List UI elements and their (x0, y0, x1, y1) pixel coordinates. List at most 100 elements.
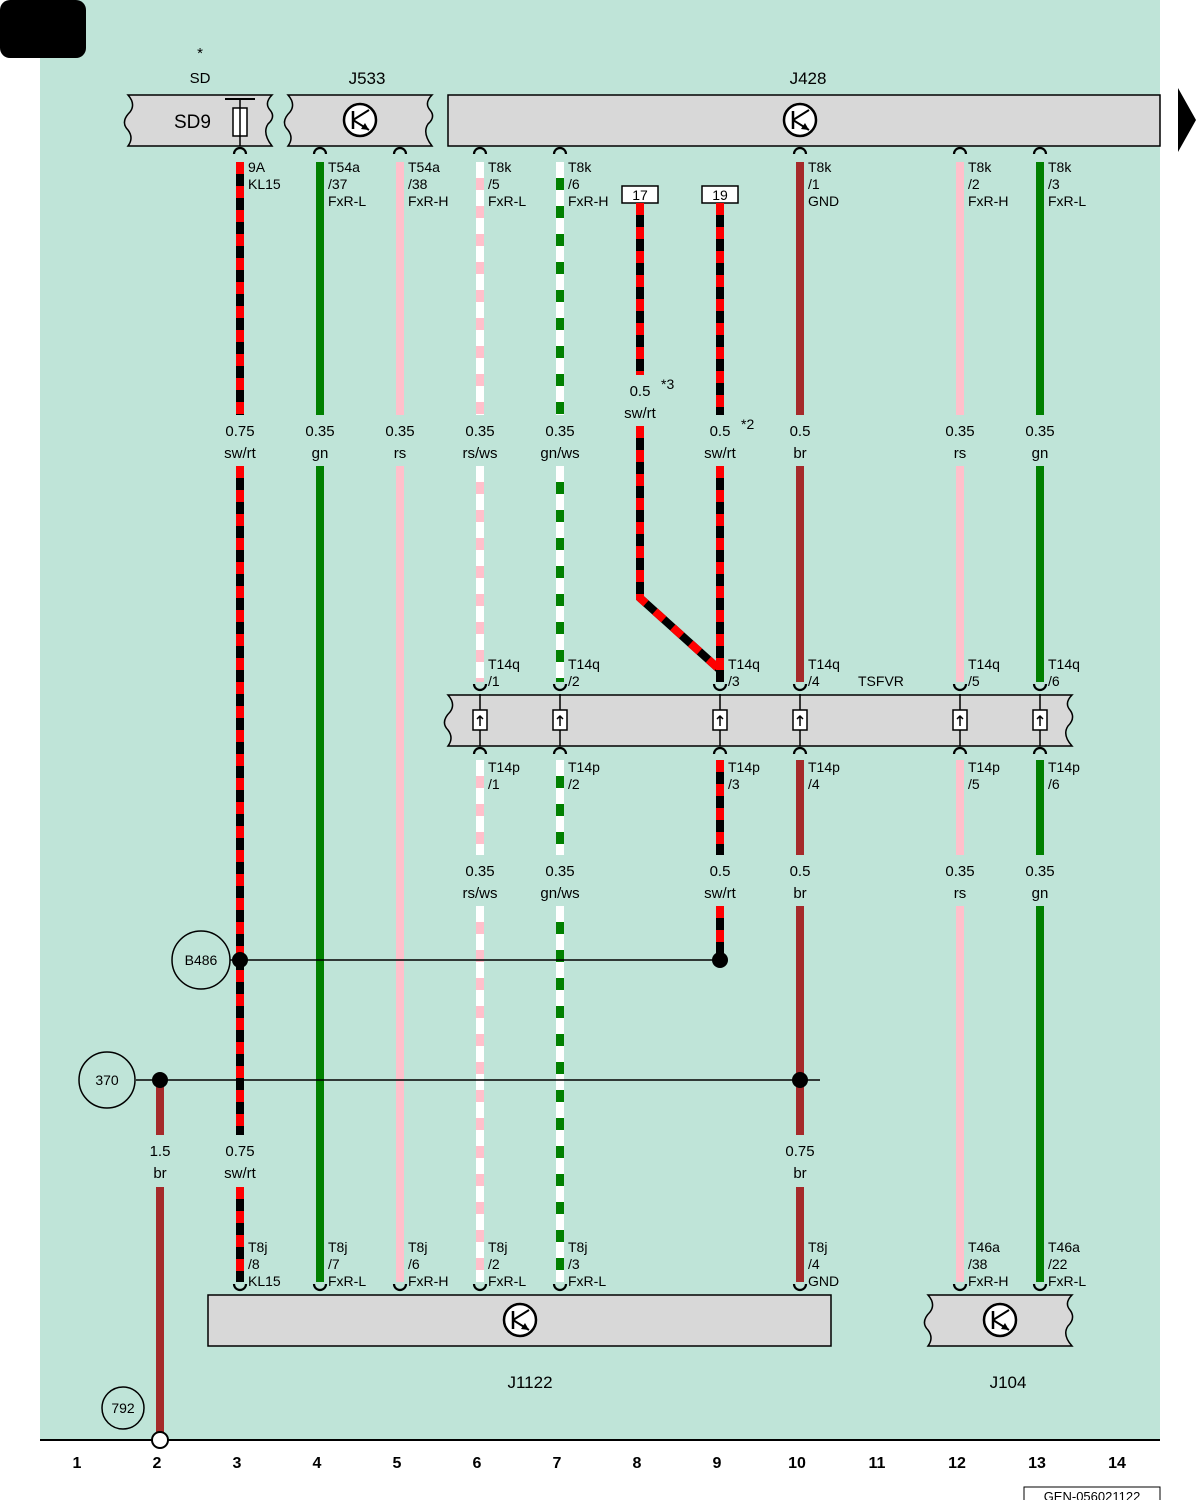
j104-module-icon (982, 1302, 1018, 1338)
wire-5-top-label-line0: T54a (408, 159, 440, 175)
wire-3-top-label-line1: KL15 (248, 176, 281, 192)
j428-module-icon (782, 102, 818, 138)
wire-10-label3-code: br (793, 1165, 806, 1182)
wire-7-top-label-line1: /6 (568, 176, 580, 192)
wire-2-label-code: br (153, 1165, 166, 1182)
c370-dot-right (792, 1072, 808, 1088)
tsfvr-socket-5 (952, 709, 968, 731)
fuse-icon (225, 98, 255, 146)
wire-13-tsfvr-in-pin (1032, 683, 1048, 692)
wire-7-label2-code: gn/ws (540, 885, 579, 902)
c792-circle (101, 1386, 145, 1430)
wire-12-top-label-line1: /2 (968, 176, 980, 192)
wire-10-tsfvr-in-label-line1: /4 (808, 673, 820, 689)
wire-6-tsfvr-out-label-line1: /1 (488, 776, 500, 792)
wire-7-tsfvr-out-label-line0: T14p (568, 759, 600, 775)
wire-13-tsfvr-out-label-line1: /6 (1048, 776, 1060, 792)
wire-6-tsfvr-out-label-line0: T14p (488, 759, 520, 775)
wire-7-top-pin (552, 146, 568, 155)
wire-4-bottom-pin (312, 1283, 328, 1292)
wire-3-bottom-pin (232, 1283, 248, 1292)
wire-13-bottom-label-line2: FxR-L (1048, 1273, 1086, 1289)
wire-12-tsfvr-out-label-line1: /5 (968, 776, 980, 792)
wire-12-bottom-label-line2: FxR-H (968, 1273, 1008, 1289)
wire-7-tsfvr-out-label-line1: /2 (568, 776, 580, 792)
wire-12-tsfvr-out-label-line0: T14p (968, 759, 1000, 775)
column-number-14: 14 (1108, 1455, 1126, 1472)
wire-10-tsfvr-out-label-line0: T14p (808, 759, 840, 775)
wire-10-label-code: br (793, 445, 806, 462)
wire-6-label-gauge: 0.35 (465, 423, 494, 440)
tsfvr-socket-6 (1032, 709, 1048, 731)
wire-12-bottom-label-line0: T46a (968, 1239, 1000, 1255)
wire-10-label2-code: br (793, 885, 806, 902)
wire-3-top-pin (232, 146, 248, 155)
continue-arrow (1178, 88, 1196, 152)
wire-13-top-label-line0: T8k (1048, 159, 1072, 175)
tsfvr-label: TSFVR (858, 673, 904, 689)
wire-10-label-gauge: 0.5 (790, 423, 811, 440)
wire-7-tsfvr-in-pin (552, 683, 568, 692)
wire-7-tsfvr-in-label-line0: T14q (568, 656, 600, 672)
doc-code: GEN-056021122 (1044, 1489, 1141, 1500)
connector-box-19-label: 19 (712, 187, 728, 203)
column-number-4: 4 (313, 1455, 322, 1472)
wire-13-top-label-line1: /3 (1048, 176, 1060, 192)
j533-label: J533 (349, 69, 386, 88)
column-number-1: 1 (73, 1455, 82, 1472)
wire-4-top-label-line1: /37 (328, 176, 348, 192)
column-number-7: 7 (553, 1455, 562, 1472)
wire-9-label-gauge: 0.5 (710, 423, 731, 440)
wire-6-bottom-pin (472, 1283, 488, 1292)
j1122-module-icon (502, 1302, 538, 1338)
wires-top-layer: 9AKL150.75sw/rt0.75sw/rtT8j/8KL15T54a/37… (150, 146, 1086, 1292)
wire-12-bottom-label-line1: /38 (968, 1256, 988, 1272)
wire-6-label-code: rs/ws (463, 445, 498, 462)
wire-13-top-pin (1032, 146, 1048, 155)
wire-2-label-gauge: 1.5 (150, 1143, 171, 1160)
wire-6-top-label-line2: FxR-L (488, 193, 526, 209)
wire-7-bottom-label-line0: T8j (568, 1239, 587, 1255)
sd9-label: SD9 (174, 112, 211, 133)
tsfvr-socket-1 (472, 709, 488, 731)
wire-7-bottom-label-line2: FxR-L (568, 1273, 606, 1289)
wire-5-top-label-line1: /38 (408, 176, 428, 192)
wire-13-bottom-label-line0: T46a (1048, 1239, 1080, 1255)
tsfvr-socket-3 (712, 709, 728, 731)
column-number-8: 8 (633, 1455, 642, 1472)
wire-7-tsfvr-out-pin (552, 746, 568, 755)
wire-4-bottom-label-line2: FxR-L (328, 1273, 366, 1289)
wire-9-label2-code: sw/rt (704, 885, 736, 902)
c370-circle (78, 1051, 136, 1109)
column-number-10: 10 (788, 1455, 806, 1472)
wire-12-top-label-line2: FxR-H (968, 193, 1008, 209)
wire-4-bottom-label-line0: T8j (328, 1239, 347, 1255)
wire-5-label-code: rs (394, 445, 407, 462)
wire-13-tsfvr-in-label-line1: /6 (1048, 673, 1060, 689)
wire-13-label-gauge: 0.35 (1025, 423, 1054, 440)
wire-10-bottom-label-line1: /4 (808, 1256, 820, 1272)
wire-9-tsfvr-in-pin (712, 683, 728, 692)
wire-4-label-code: gn (312, 445, 329, 462)
wire-12-label2-gauge: 0.35 (945, 863, 974, 880)
wire-6-tsfvr-out-pin (472, 746, 488, 755)
j104-label: J104 (990, 1373, 1027, 1392)
wire-10-top-label-line1: /1 (808, 176, 820, 192)
wire-6-tsfvr-in-label-line0: T14q (488, 656, 520, 672)
wire-10-tsfvr-out-label-line1: /4 (808, 776, 820, 792)
wire-5-bottom-label-line0: T8j (408, 1239, 427, 1255)
wire-10-bottom-pin (792, 1283, 808, 1292)
wire-12-label2-code: rs (954, 885, 967, 902)
wire-10-bottom-label-line2: GND (808, 1273, 839, 1289)
wire-12-tsfvr-in-label-line0: T14q (968, 656, 1000, 672)
wire-6-tsfvr-in-label-line1: /1 (488, 673, 500, 689)
wire-3-bottom-label-line2: KL15 (248, 1273, 281, 1289)
wire-12-bottom-pin (952, 1283, 968, 1292)
wire-6-top-pin (472, 146, 488, 155)
wire-7-bottom-label-line1: /3 (568, 1256, 580, 1272)
wire-12-label-code: rs (954, 445, 967, 462)
wire-9-tsfvr-in-label-line0: T14q (728, 656, 760, 672)
wire-6-bottom-label-line2: FxR-L (488, 1273, 526, 1289)
wire-7-top-label-line0: T8k (568, 159, 592, 175)
